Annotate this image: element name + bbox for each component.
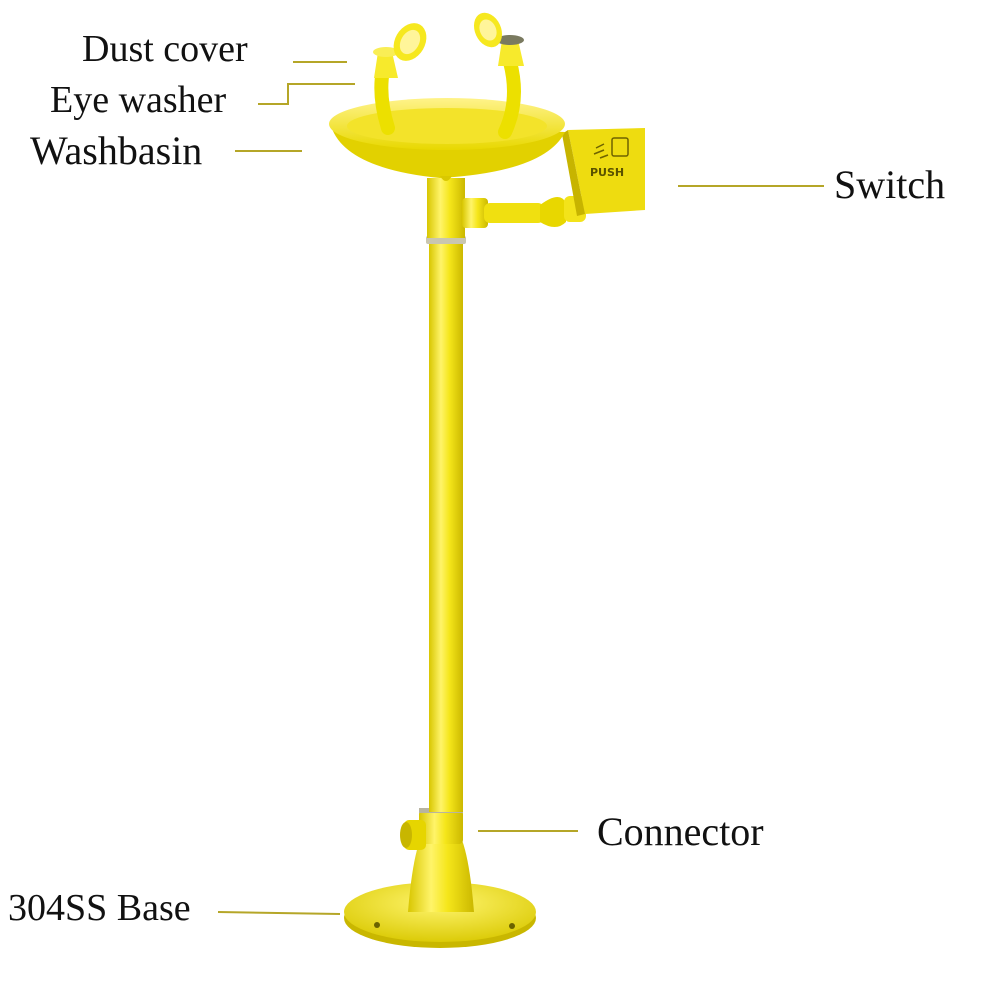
dust-cover-left (393, 23, 427, 61)
push-label: PUSH (590, 166, 624, 179)
label-connector: Connector (597, 809, 764, 854)
label-eye-washer: Eye washer (50, 79, 227, 121)
eye-washer-left (373, 47, 399, 135)
washbasin-bowl (329, 98, 565, 181)
label-switch: Switch (834, 162, 946, 207)
leader-line-eye-washer (258, 83, 355, 105)
dust-cover-right (473, 12, 503, 48)
label-dust-cover: Dust cover (82, 28, 248, 70)
label-washbasin: Washbasin (30, 128, 203, 173)
leader-lines (217, 61, 824, 915)
eye-washer-right (496, 35, 524, 139)
connector-fitting (400, 808, 463, 850)
pole (426, 178, 466, 812)
label-base: 304SS Base (8, 887, 191, 929)
base-stand (344, 840, 536, 948)
switch-plate: PUSH (562, 128, 645, 216)
leader-line-base (217, 911, 341, 915)
supply-pipe (462, 196, 586, 228)
